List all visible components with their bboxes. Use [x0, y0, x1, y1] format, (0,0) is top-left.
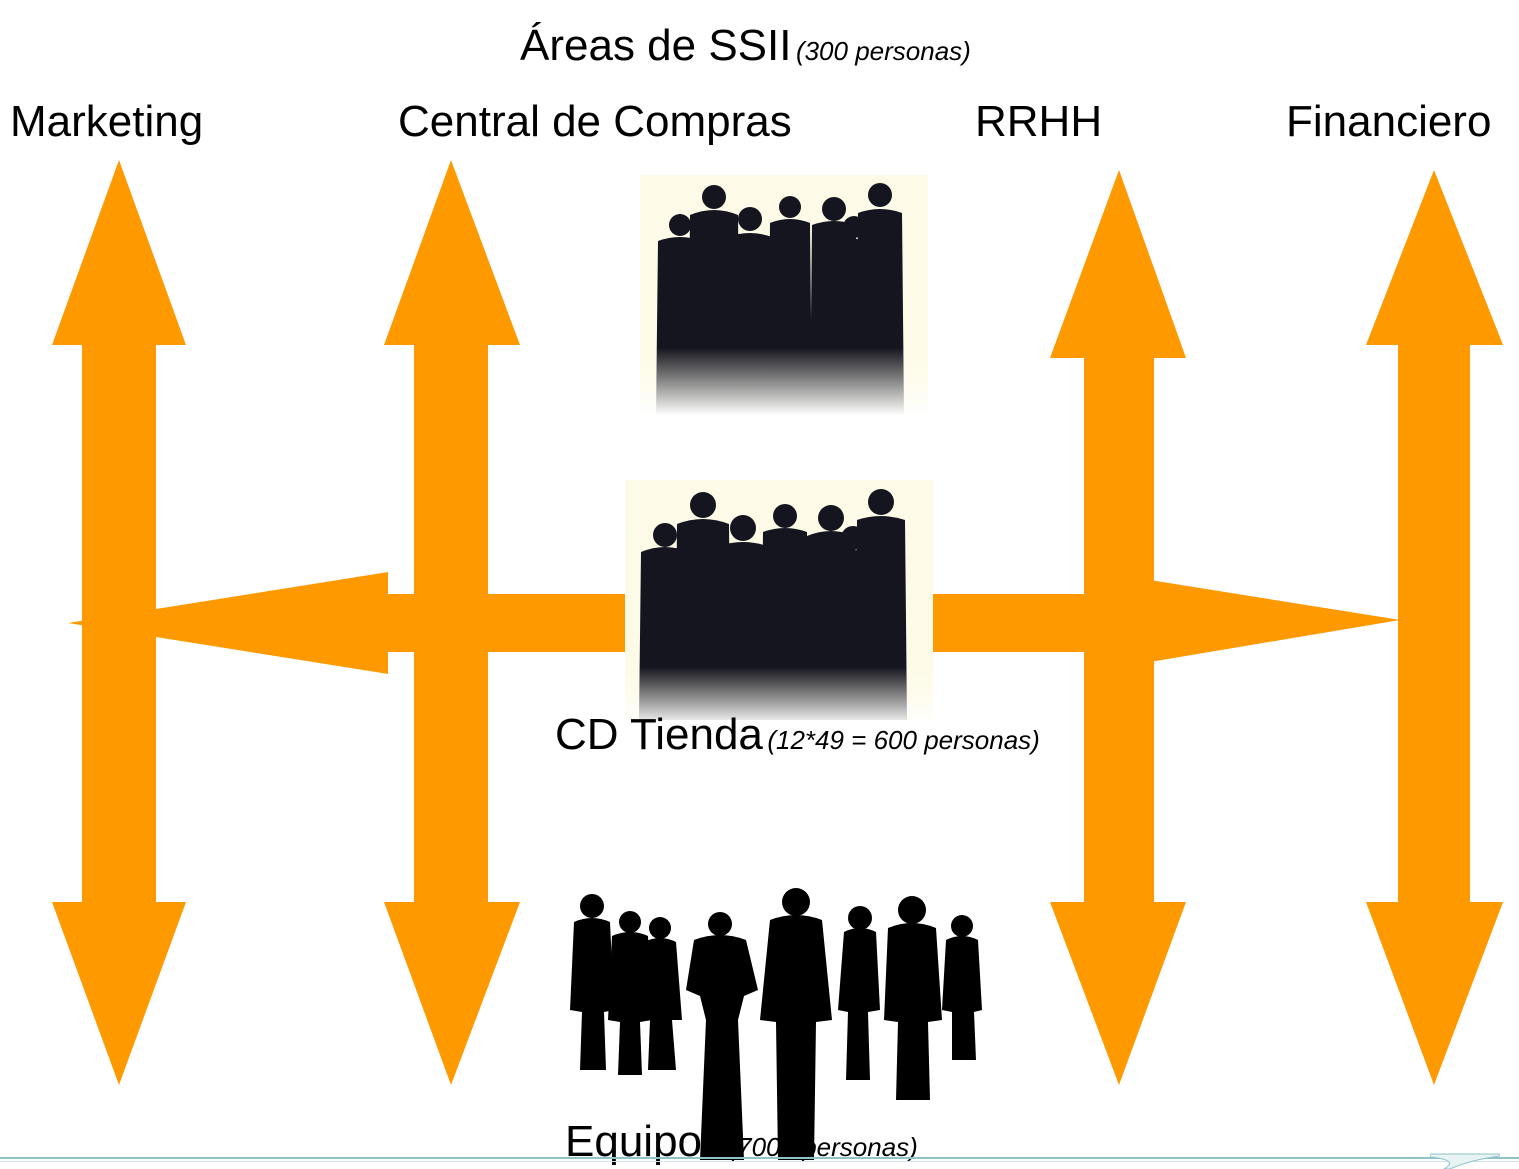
- page-curl-decoration: [1430, 1153, 1500, 1169]
- marketing-arrow: [52, 160, 186, 1085]
- cd-tienda-label: CD Tienda (12*49 = 600 personas): [555, 713, 1040, 757]
- horizontal-arrow-right: [925, 580, 1400, 662]
- dept-label-marketing: Marketing: [10, 97, 204, 146]
- equipos-group-silhouettes: [560, 870, 985, 1160]
- horizontal-arrow: [68, 572, 640, 674]
- cd-tienda-text: CD Tienda: [555, 710, 763, 759]
- footer-divider-light: [0, 1161, 1519, 1162]
- footer-divider: [0, 1157, 1519, 1159]
- equipos-note: (7000 personas): [728, 1132, 918, 1162]
- financiero-arrow: [1366, 170, 1503, 1085]
- cd-tienda-note: (12*49 = 600 personas): [767, 725, 1040, 755]
- cd-tienda-group-photo: [625, 480, 933, 720]
- rrhh-arrow: [1050, 170, 1186, 1085]
- dept-label-financiero: Financiero: [1286, 97, 1492, 146]
- dept-label-central-de-compras: Central de Compras: [398, 97, 792, 146]
- diagram-title: Áreas de SSII (300 personas): [520, 24, 971, 68]
- ssii-group-photo: [640, 175, 928, 415]
- title-note: (300 personas): [795, 36, 971, 66]
- equipos-text: Equipos: [565, 1117, 725, 1166]
- equipos-label: Equipos (7000 personas): [565, 1120, 918, 1164]
- dept-label-rrhh: RRHH: [975, 97, 1103, 146]
- title-text: Áreas de SSII: [520, 21, 792, 70]
- central-de-compras-arrow: [384, 160, 520, 1085]
